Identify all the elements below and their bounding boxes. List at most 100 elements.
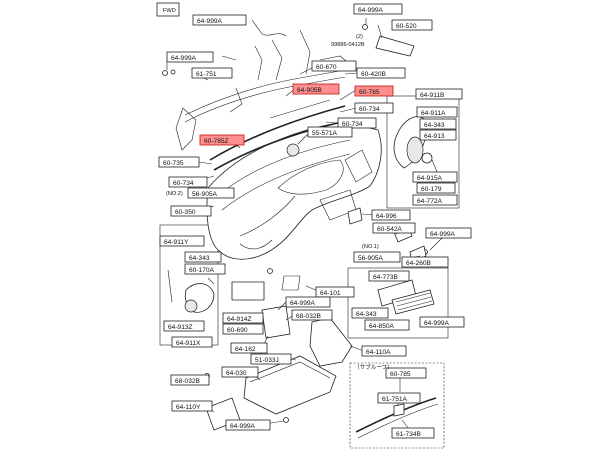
svg-text:60-670: 60-670: [316, 64, 337, 71]
fwd-tab: FWD: [156, 2, 180, 17]
sub-roof-group: [349, 362, 445, 449]
part-label-64-101: 64-101: [315, 286, 355, 298]
svg-text:64-911A: 64-911A: [421, 110, 446, 117]
svg-text:64-773B: 64-773B: [373, 274, 399, 281]
part-note-no2: (NO.2): [166, 191, 183, 197]
part-label-64-911a: 64-911A: [416, 106, 458, 118]
part-label-60-734: 60-734: [337, 117, 377, 129]
svg-text:64-999A: 64-999A: [197, 18, 223, 25]
part-label-64-162: 64-162: [230, 342, 268, 354]
part-label-51-033j: 51-033J: [250, 353, 292, 365]
svg-text:60-420B: 60-420B: [361, 71, 387, 78]
part-label-60-690: 60-690: [222, 323, 264, 335]
part-label-64-773b: 64-773B: [368, 270, 410, 282]
svg-text:60-690: 60-690: [227, 327, 248, 334]
svg-text:60-734: 60-734: [342, 121, 363, 128]
svg-text:64-996: 64-996: [376, 213, 397, 220]
part-label-64-911x: 64-911X: [171, 336, 213, 348]
part-label-61-751: 61-751: [191, 67, 233, 79]
svg-text:60-785: 60-785: [390, 371, 411, 378]
part-label-61-734b: 61-734B: [391, 427, 435, 439]
part-note-no1: (NO.1): [362, 244, 379, 250]
svg-text:64-343: 64-343: [356, 311, 377, 318]
part-label-60-179: 60-179: [416, 182, 456, 194]
part-label-64-772a: 64-772A: [412, 194, 458, 206]
part-labels: 64-999A 64-999A 60-520 (2) 99886-0412B 6…: [158, 3, 472, 439]
svg-text:64-911B: 64-911B: [420, 92, 445, 99]
part-label-56-905a: 56-905A: [187, 187, 235, 199]
part-label-60-542a: 60-542A: [372, 222, 416, 234]
svg-text:64-110A: 64-110A: [366, 349, 391, 356]
svg-text:64-999A: 64-999A: [290, 300, 316, 307]
svg-text:64-999A: 64-999A: [358, 7, 384, 14]
part-label-60-350: 60-350: [170, 205, 212, 217]
center-vent-parts: [377, 279, 435, 315]
svg-text:64-101: 64-101: [320, 290, 341, 297]
part-label-64-850a: 64-850A: [364, 319, 410, 331]
svg-text:61-751: 61-751: [196, 71, 217, 78]
part-note-sub-roof: （サブルーフ）: [354, 363, 393, 371]
left-vent-parts: [167, 269, 215, 313]
svg-text:64-343: 64-343: [189, 255, 210, 262]
part-label-60-670: 60-670: [311, 60, 357, 72]
svg-text:64-162: 64-162: [235, 346, 256, 353]
svg-text:64-911Y: 64-911Y: [164, 239, 189, 246]
svg-text:64-911X: 64-911X: [176, 340, 201, 347]
part-label-64-999a: 64-999A: [192, 14, 247, 26]
part-label-64-110a: 64-110A: [361, 345, 407, 357]
part-label-64-110y: 64-110Y: [171, 400, 213, 412]
part-label-64-999a: 64-999A: [166, 51, 214, 63]
part-label-60-785z: 60-785Z: [199, 134, 245, 146]
fwd-tab-text: FWD: [163, 8, 176, 14]
svg-text:55-571A: 55-571A: [312, 130, 338, 137]
part-label-60-735: 60-735: [158, 156, 200, 168]
part-note-qty: (2): [356, 34, 363, 40]
part-label-64-343: 64-343: [351, 307, 389, 319]
svg-text:64-913Z: 64-913Z: [168, 324, 193, 331]
svg-text:61-734B: 61-734B: [396, 431, 422, 438]
part-label-60-520: 60-520: [391, 19, 433, 31]
svg-text:68-032B: 68-032B: [296, 313, 322, 320]
part-label-64-260b: 64-260B: [401, 256, 449, 268]
part-label-64-905b: 64-905B: [292, 83, 340, 95]
svg-text:60-170A: 60-170A: [189, 267, 215, 274]
svg-text:61-751A: 61-751A: [382, 396, 408, 403]
part-label-64-999a: 64-999A: [419, 316, 465, 328]
sub-roof-strip: [355, 397, 439, 439]
part-label-60-734: 60-734: [354, 102, 394, 114]
svg-text:68-032B: 68-032B: [175, 378, 201, 385]
svg-text:64-110Y: 64-110Y: [176, 404, 201, 411]
part-label-64-999a: 64-999A: [353, 3, 403, 15]
svg-text:64-915A: 64-915A: [417, 175, 443, 182]
part-label-64-914z: 64-914Z: [222, 312, 264, 324]
center-vent-group: [347, 267, 449, 339]
part-label-64-913: 64-913: [419, 129, 457, 141]
svg-text:60-542A: 60-542A: [377, 226, 403, 233]
svg-text:64-343: 64-343: [424, 122, 445, 129]
svg-text:64-999A: 64-999A: [171, 55, 197, 62]
svg-text:60-734: 60-734: [359, 106, 380, 113]
dash-trim-strips: [209, 99, 346, 171]
part-label-64-999a: 64-999A: [425, 227, 472, 239]
part-label-64-999a: 64-999A: [285, 296, 331, 308]
part-label-64-030: 64-030: [221, 366, 259, 378]
part-note-99886: 99886-0412B: [331, 42, 365, 48]
part-label-55-571a: 55-571A: [307, 126, 353, 138]
svg-text:64-260B: 64-260B: [406, 260, 432, 267]
part-label-60-785: 60-785: [385, 367, 427, 379]
svg-text:60-785Z: 60-785Z: [204, 138, 229, 145]
part-label-56-905a: 56-905A: [353, 251, 401, 263]
svg-text:64-999A: 64-999A: [424, 320, 450, 327]
svg-text:56-905A: 56-905A: [192, 191, 218, 198]
dashboard-panel: [206, 121, 382, 260]
svg-text:64-999A: 64-999A: [230, 423, 256, 430]
svg-text:60-520: 60-520: [396, 23, 417, 30]
bracket-60-520: [375, 35, 415, 57]
svg-text:64-914Z: 64-914Z: [227, 316, 252, 323]
svg-text:60-350: 60-350: [175, 209, 196, 216]
svg-text:64-772A: 64-772A: [417, 198, 443, 205]
svg-text:60-735: 60-735: [163, 160, 184, 167]
svg-text:64-850A: 64-850A: [369, 323, 395, 330]
